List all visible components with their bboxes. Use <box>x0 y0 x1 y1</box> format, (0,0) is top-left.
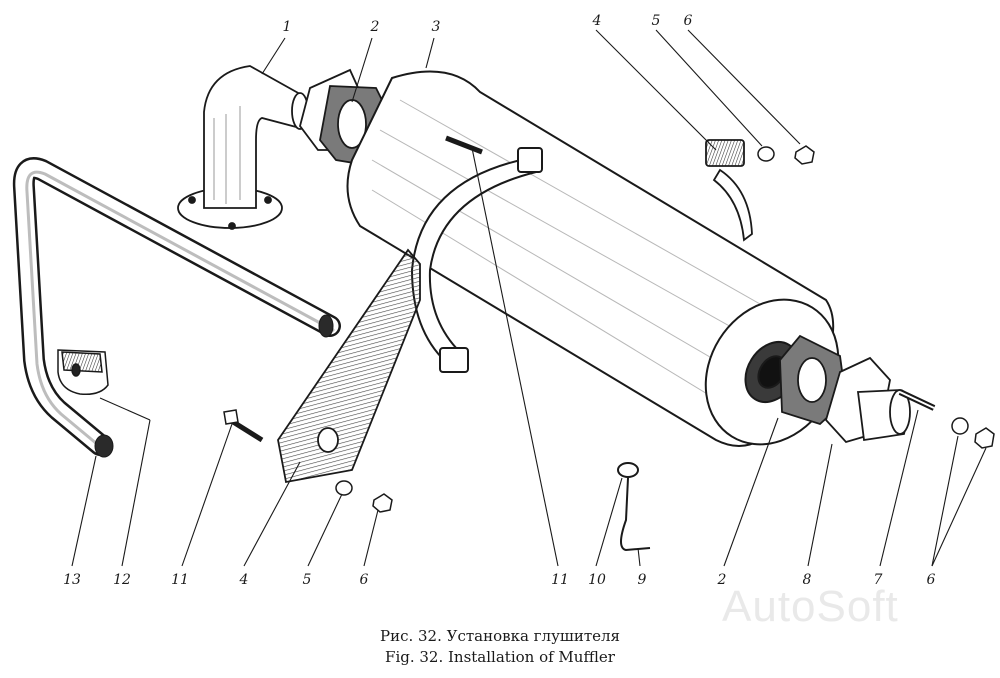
callout-13: 13 <box>63 572 81 588</box>
callout-5-top: 5 <box>651 13 661 29</box>
nut-right <box>974 427 995 449</box>
callout-6-top: 6 <box>683 13 693 29</box>
tail-pipe <box>12 157 341 458</box>
figure-caption-en: Fig. 32. Installation of Muffler <box>385 648 615 666</box>
outlet-flange <box>824 356 911 444</box>
callout-6-bottom: 6 <box>359 572 369 588</box>
bolts <box>223 135 483 443</box>
callout-5-bottom: 5 <box>302 572 312 588</box>
callout-11-right: 11 <box>551 572 569 588</box>
figure-caption-ru: Рис. 32. Установка глушителя <box>379 627 620 645</box>
inlet-gasket <box>299 68 387 166</box>
callout-4-bottom: 4 <box>239 572 249 588</box>
washer-top <box>757 146 775 162</box>
fasteners <box>335 145 995 513</box>
callout-10: 10 <box>588 572 606 588</box>
pipe-clamp <box>57 349 109 396</box>
callout-8: 8 <box>802 572 812 588</box>
nut-top <box>794 145 815 165</box>
bracket-plate <box>277 248 421 484</box>
watermark-logo: AutoSoft <box>722 582 899 631</box>
rear-band <box>705 139 753 242</box>
callout-7: 7 <box>873 572 883 588</box>
callout-1-top: 1 <box>282 19 292 35</box>
washer-bottom <box>335 480 353 496</box>
callout-2-bottom: 2 <box>717 572 727 588</box>
hook-bolt <box>617 462 651 552</box>
callout-12: 12 <box>113 572 131 588</box>
washer-right <box>951 417 969 435</box>
callout-2-top: 2 <box>370 19 380 35</box>
callout-6-right: 6 <box>926 572 936 588</box>
callout-9: 9 <box>637 572 647 588</box>
mounting-band <box>410 147 543 373</box>
inlet-elbow-pipe <box>177 65 309 230</box>
nut-bottom <box>372 493 393 513</box>
callout-3-top: 3 <box>431 19 441 35</box>
leader-lines <box>71 29 987 567</box>
callout-4-top: 4 <box>592 13 602 29</box>
callout-11-left: 11 <box>171 572 189 588</box>
stud-bolt <box>898 389 936 411</box>
